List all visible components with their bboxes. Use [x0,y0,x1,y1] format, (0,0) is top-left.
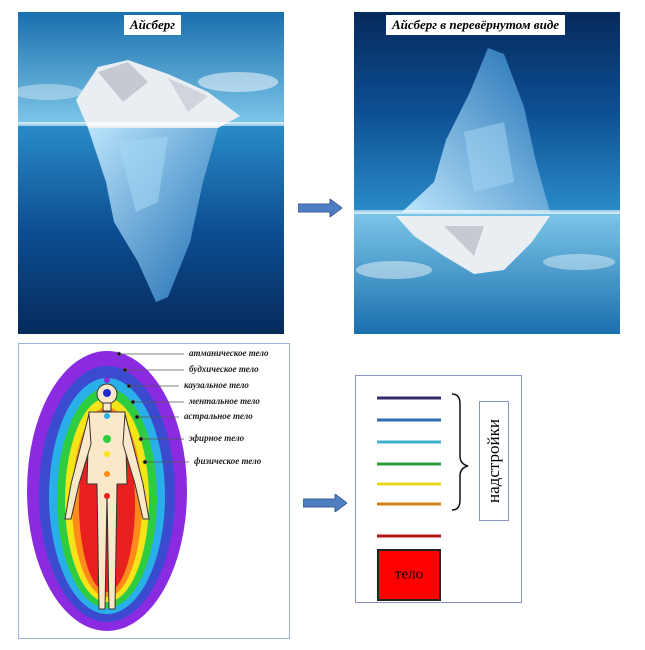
aura-label-physical: физическое тело [194,456,262,466]
iceberg-title: Айсберг [124,15,182,35]
inverted-iceberg-illustration [354,12,620,334]
body-rect: тело [377,549,441,601]
aura-label-astral: астральное тело [184,411,253,421]
iceberg-image [18,12,284,334]
aura-label-etheric: эфирное тело [189,433,245,443]
arrow-right-icon [303,494,347,512]
bracket-label: надстройки [484,419,503,503]
bracket-label-box: надстройки [479,401,509,521]
inverted-iceberg-title: Айсберг в перевёрнутом виде [386,15,566,35]
layers-schema: надстройки тело [355,375,522,603]
arrow-right-icon [298,199,342,217]
schema-lines [377,393,469,538]
bracket-icon [451,393,469,511]
aura-label-buddhic: будхическое тело [189,364,259,374]
aura-illustration [27,351,189,631]
aura-label-atmanic: атманическое тело [189,348,269,358]
inverted-iceberg-image [354,12,620,334]
iceberg-illustration [18,12,284,334]
aura-label-mental: ментальное тело [189,396,260,406]
aura-label-causal: каузальное тело [184,380,249,390]
body-label: тело [394,566,424,583]
aura-diagram: атманическое тело будхическое тело кауза… [18,343,290,639]
